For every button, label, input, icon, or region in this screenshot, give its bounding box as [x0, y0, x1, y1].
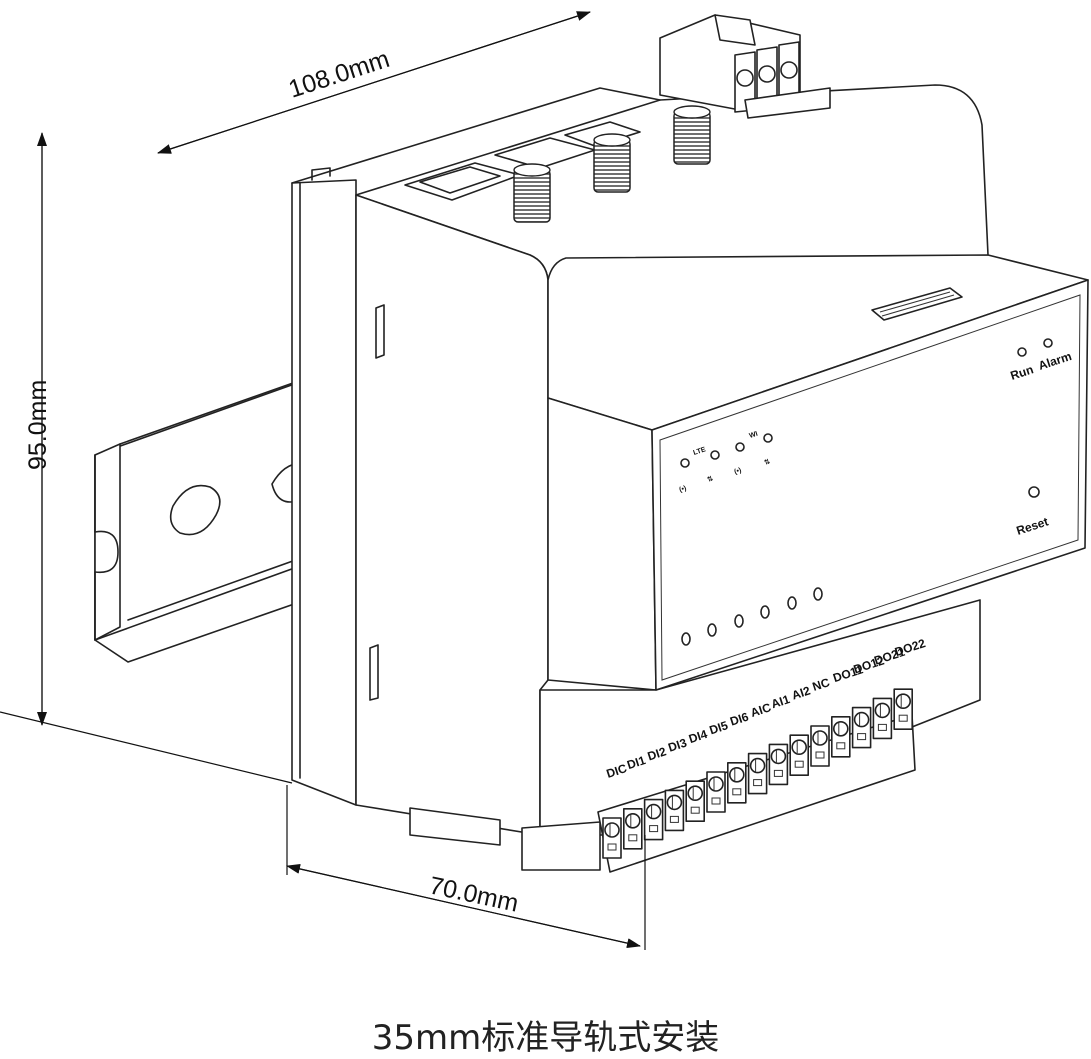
wifi-led-1	[735, 442, 745, 452]
terminal-do21	[872, 697, 893, 740]
lte-led-2	[710, 450, 720, 460]
dimension-depth: 108.0mm	[157, 11, 591, 154]
device-body	[291, 84, 1089, 871]
io-status-leds	[681, 587, 823, 646]
wifi-led-2	[763, 433, 773, 443]
terminal-label-di3: DI3	[666, 736, 688, 755]
signal-icon-2: (•)	[733, 467, 742, 476]
terminal-di2	[643, 798, 664, 841]
terminal-di3	[664, 789, 685, 832]
terminal-label-ai1: AI1	[769, 692, 791, 711]
terminal-label-di2: DI2	[646, 744, 668, 763]
alarm-led	[1043, 338, 1053, 348]
terminal-di4	[685, 780, 706, 823]
terminal-di5	[706, 771, 726, 813]
transfer-icon-1: ⇅	[706, 474, 714, 483]
depth-label: 108.0mm	[285, 45, 393, 104]
antenna-connector-2-icon	[593, 133, 631, 193]
terminal-di6	[726, 761, 747, 804]
lte-label: LTE	[692, 446, 707, 457]
power-terminal-block	[659, 14, 831, 119]
wifi-label: WI	[748, 431, 758, 440]
terminal-aic	[747, 752, 768, 795]
lte-led-1	[680, 458, 690, 468]
terminal-label-aic: AIC	[749, 700, 773, 720]
signal-icon-1: (•)	[678, 485, 687, 494]
terminal-label-di5: DI5	[708, 718, 730, 737]
terminal-label-di6: DI6	[728, 709, 750, 728]
dimension-height: 95.0mm	[0, 132, 293, 784]
height-label: 95.0mm	[24, 380, 52, 470]
terminal-ai1	[768, 743, 789, 786]
transfer-icon-2: ⇅	[763, 457, 771, 466]
terminal-do11	[830, 715, 851, 758]
terminal-label-nc: NC	[811, 675, 832, 694]
terminal-dic	[602, 817, 622, 859]
terminal-label-di1: DI1	[625, 753, 647, 772]
antenna-connectors	[513, 105, 711, 223]
reset-button	[1028, 486, 1040, 498]
width-label: 70.0mm	[427, 871, 521, 917]
terminal-label-ai2: AI2	[790, 683, 812, 702]
din-rail	[94, 376, 321, 663]
antenna-connector-3-icon	[673, 105, 711, 165]
terminal-do22	[893, 688, 914, 731]
terminal-nc	[810, 725, 830, 767]
terminal-do12	[851, 706, 872, 749]
terminal-di1	[622, 807, 643, 850]
terminal-ai2	[789, 734, 810, 777]
terminal-label-di4: DI4	[687, 727, 709, 746]
caption: 35mm标准导轨式安装	[371, 1018, 720, 1058]
run-label: Run	[1009, 362, 1036, 383]
terminal-label-dic: DIC	[605, 761, 629, 781]
antenna-connector-1-icon	[513, 163, 551, 223]
run-led	[1017, 347, 1027, 357]
